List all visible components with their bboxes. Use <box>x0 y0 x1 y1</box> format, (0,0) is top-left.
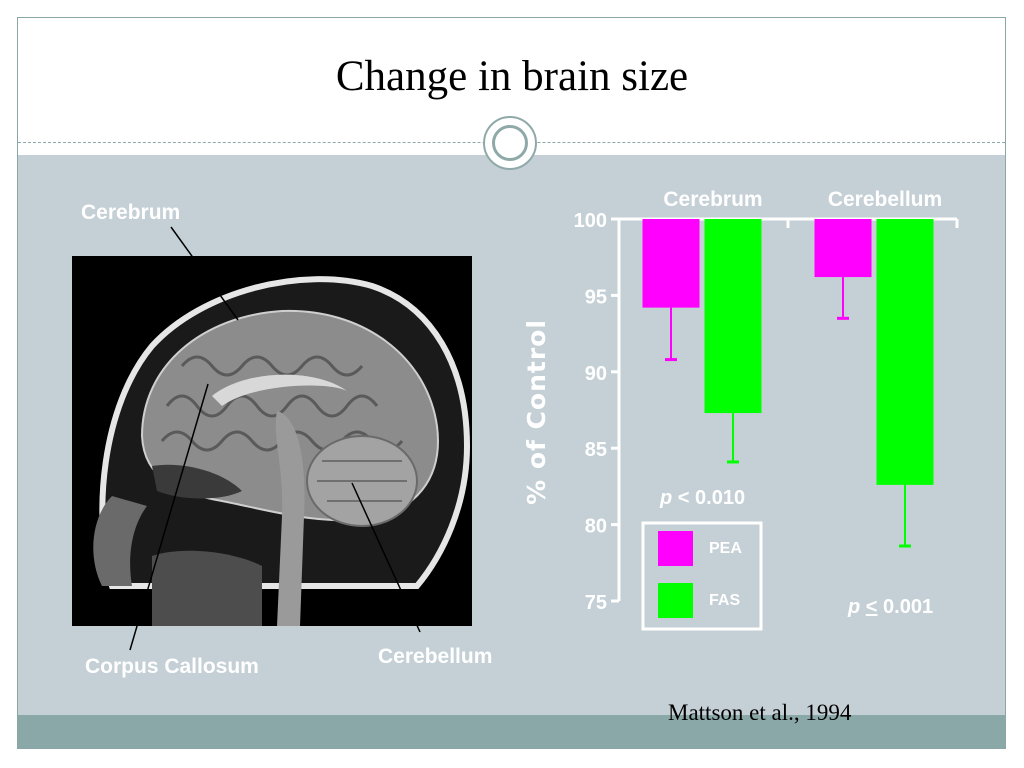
bar <box>642 219 700 308</box>
p-value-annotation: p < 0.010 <box>659 487 745 509</box>
citation: Mattson et al., 1994 <box>668 700 852 725</box>
y-axis-label: % of Control <box>522 319 551 505</box>
bar <box>704 219 762 414</box>
slide-title: Change in brain size <box>335 53 689 100</box>
y-tick-label: 95 <box>585 286 607 308</box>
y-tick-label: 85 <box>585 439 607 461</box>
y-tick-label: 90 <box>585 363 607 385</box>
bar <box>814 219 872 278</box>
legend-swatch <box>658 583 693 618</box>
legend-swatch <box>658 531 693 566</box>
footer-band <box>18 715 1005 749</box>
y-tick-label: 100 <box>574 210 607 232</box>
p-value-annotation: p < 0.001 <box>847 596 933 618</box>
label-corpus-callosum: Corpus Callosum <box>85 655 259 678</box>
label-cerebellum: Cerebellum <box>378 645 493 668</box>
bar <box>876 219 934 485</box>
legend-label: PEA <box>709 540 742 557</box>
y-tick-label: 80 <box>585 516 607 538</box>
label-cerebrum: Cerebrum <box>81 201 181 224</box>
mri-brain-image <box>72 256 472 626</box>
legend-box <box>641 521 763 631</box>
y-tick-label: 75 <box>585 592 607 614</box>
category-label: Cerebrum <box>663 188 762 211</box>
legend-label: FAS <box>709 592 740 609</box>
category-label: Cerebellum <box>828 188 942 211</box>
circle-ornament-icon <box>483 116 537 170</box>
slide-frame <box>17 17 1006 749</box>
